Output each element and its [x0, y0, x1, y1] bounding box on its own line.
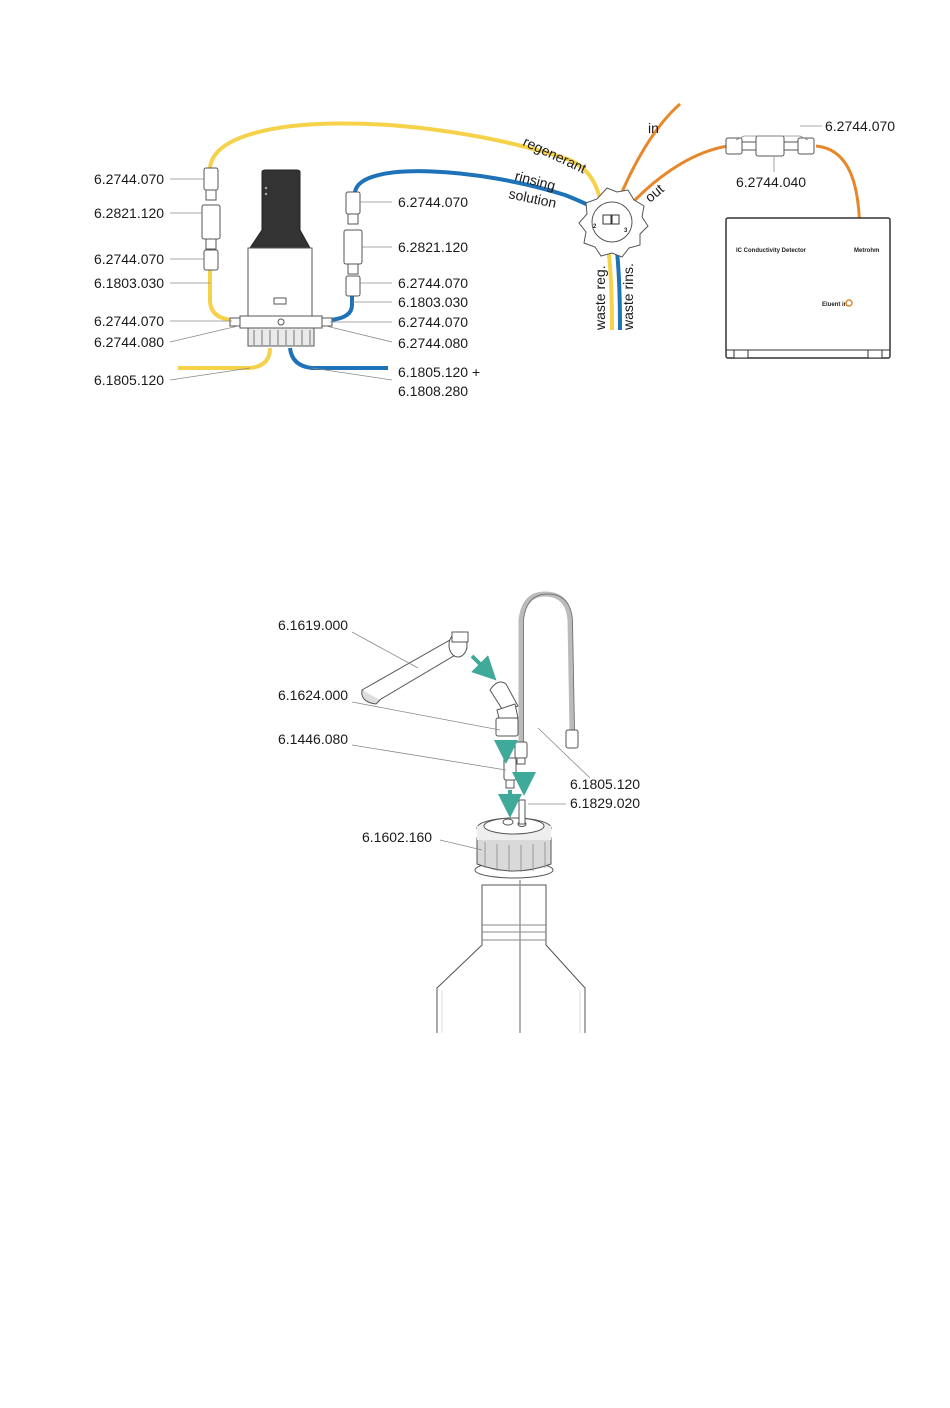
label-left-4: 6.1803.030 [94, 275, 164, 291]
suppressor-unit [229, 169, 333, 347]
label-right-7: 6.1805.120 + [398, 364, 480, 380]
tubing-fitting-right [565, 729, 579, 749]
valve-port-3: 3 [624, 228, 628, 234]
label-nipple: 6.1829.020 [570, 795, 640, 811]
label-right-3: 6.2744.070 [398, 275, 468, 291]
label-in: in [648, 120, 659, 136]
label-waste-reg: waste reg. [592, 265, 608, 331]
label-coupling-bottom: 6.2744.040 [736, 174, 806, 190]
coupling-part [503, 757, 517, 789]
label-left-6: 6.2744.080 [94, 334, 164, 350]
label-right-8: 6.1808.280 [398, 383, 468, 399]
detector-port-label: Eluent in [822, 302, 848, 308]
label-right-6: 6.2744.080 [398, 335, 468, 351]
rinsing-tube [353, 169, 610, 223]
adapter-part [489, 681, 519, 737]
nipple-part [518, 799, 526, 825]
tubing-fitting-left [514, 741, 528, 765]
bottle [436, 880, 586, 1033]
label-left-7: 6.1805.120 [94, 372, 164, 388]
label-left-3: 6.2744.070 [94, 251, 164, 267]
label-tubing: 6.1805.120 [570, 776, 640, 792]
detector-brand: Metrohm [854, 248, 879, 254]
label-right-5: 6.2744.070 [398, 314, 468, 330]
label-adapter: 6.1624.000 [278, 687, 348, 703]
detector-coupling [725, 135, 815, 157]
left-leaders [169, 178, 251, 381]
rinsing-tube-lower [329, 292, 354, 322]
label-coupling-top: 6.2744.070 [825, 118, 895, 134]
bottle-assembly-diagram: 6.1619.000 6.1624.000 6.1446.080 6.1805.… [278, 591, 640, 1033]
regenerant-tube [208, 121, 605, 216]
label-tube-holder: 6.1619.000 [278, 617, 348, 633]
right-fittings [343, 191, 363, 297]
right-leaders [311, 125, 822, 381]
tubing-diagram: 2 3 IC Conductivity Detector Metrohm Elu… [94, 102, 895, 399]
label-regenerant: regenerant [521, 133, 589, 176]
bottom-leaders [351, 631, 591, 851]
valve-port-2: 2 [593, 224, 597, 230]
label-right-1: 6.2744.070 [398, 194, 468, 210]
left-fittings [201, 167, 221, 271]
label-cap: 6.1602.160 [362, 829, 432, 845]
regenerant-supply-tube [178, 347, 272, 370]
switching-valve: 2 3 [578, 187, 649, 258]
arrow-holder-to-adapter [470, 654, 497, 681]
label-left-1: 6.2744.070 [94, 171, 164, 187]
bottle-cap [474, 817, 554, 879]
regenerant-tube-lower [208, 270, 233, 322]
label-waste-rins: waste rins. [620, 263, 636, 331]
label-left-5: 6.2744.070 [94, 313, 164, 329]
tube-holder-part [361, 631, 469, 705]
grey-tubing [518, 591, 575, 745]
label-coupling: 6.1446.080 [278, 731, 348, 747]
detector-name: IC Conductivity Detector [736, 248, 807, 254]
label-right-4: 6.1803.030 [398, 294, 468, 310]
rinsing-supply-tube [288, 347, 388, 370]
label-left-2: 6.2821.120 [94, 205, 164, 221]
label-right-2: 6.2821.120 [398, 239, 468, 255]
label-out: out [642, 180, 667, 205]
conductivity-detector: IC Conductivity Detector Metrohm Eluent … [725, 217, 891, 359]
